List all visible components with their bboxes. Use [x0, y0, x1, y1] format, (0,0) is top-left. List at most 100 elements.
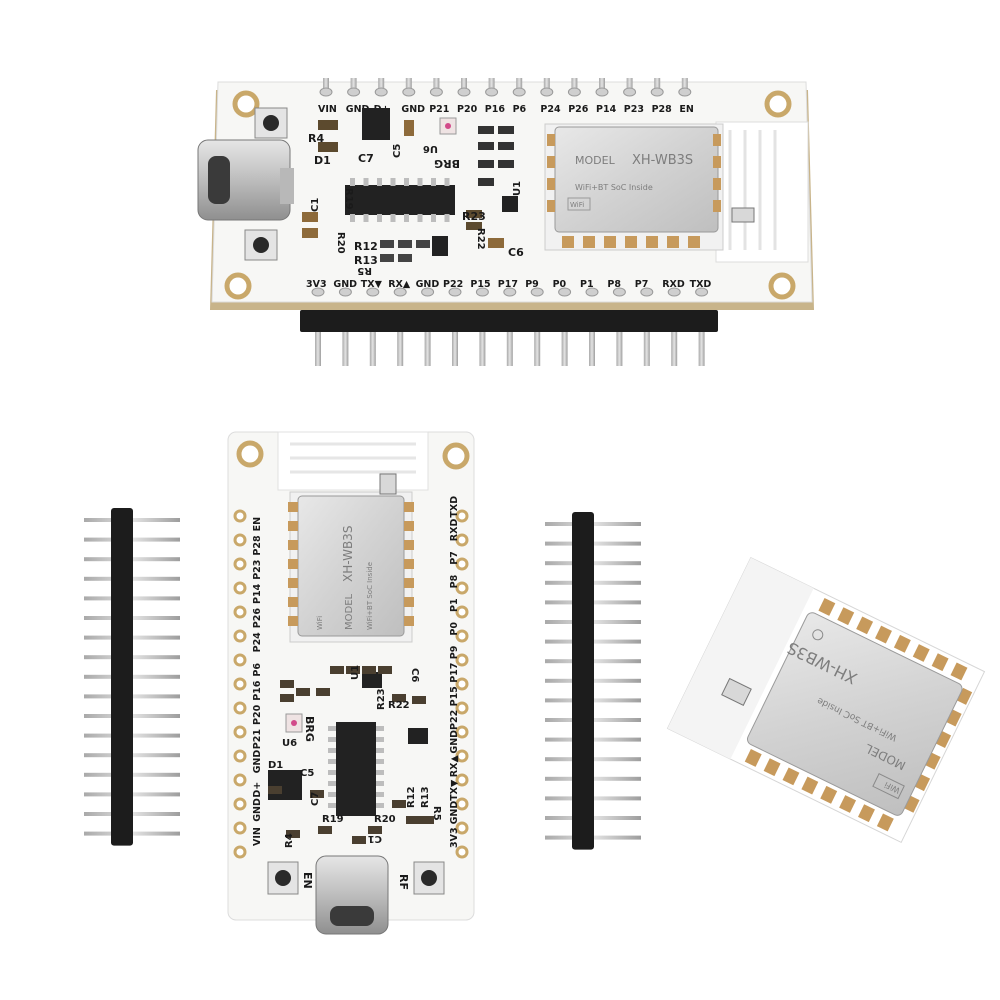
bottom-board-passives — [268, 666, 434, 844]
smd-part — [352, 836, 366, 844]
header-pin — [671, 330, 678, 366]
pin-solder — [640, 287, 654, 297]
gold-pad — [404, 540, 414, 550]
ic-leg — [376, 770, 384, 775]
ic-leg — [417, 214, 423, 222]
pin-label: P6 — [252, 663, 263, 677]
gold-pad — [404, 559, 414, 569]
smd-resistor — [398, 240, 412, 248]
pin-solder — [512, 87, 526, 97]
label-c7: C7 — [358, 152, 374, 165]
module-smd — [721, 677, 752, 706]
header-pin — [616, 330, 623, 366]
pin-hole — [233, 581, 247, 595]
ic-leg — [404, 214, 409, 222]
smd-part — [316, 688, 330, 696]
pin-solder — [421, 287, 435, 297]
gold-pad — [818, 598, 836, 616]
top-board-hole — [232, 90, 260, 118]
label-r23: R23 — [462, 210, 486, 223]
pin-label: P8 — [449, 574, 460, 588]
top-board-usb-c-opening — [208, 156, 230, 204]
transistor — [362, 672, 382, 688]
pin-label: 3V3 — [306, 279, 327, 290]
label-r13: R13 — [354, 254, 378, 267]
bottom-board-left-pin-holes — [233, 509, 247, 859]
top-board-ic-legs — [350, 178, 450, 222]
pin-hole — [233, 677, 247, 691]
pin-solder — [485, 87, 499, 97]
gold-pad — [856, 616, 874, 635]
pin-label: TX▼ — [361, 279, 383, 290]
top-board-hole — [224, 272, 252, 300]
gold-pad — [288, 521, 298, 531]
pin-hole — [455, 629, 469, 643]
pin-label: P6 — [513, 104, 527, 115]
smd-resistor — [416, 240, 430, 248]
pin-solder — [623, 87, 637, 97]
gold-pad — [404, 616, 414, 626]
smd-part — [420, 816, 434, 824]
gold-pad — [946, 709, 962, 727]
pin-label: P17 — [449, 663, 460, 683]
header-pin — [378, 78, 385, 92]
pin-label: VIN — [318, 104, 337, 115]
transistor — [502, 196, 518, 212]
gold-pad — [547, 156, 555, 168]
pin-label: P0 — [553, 279, 567, 290]
gold-pad — [858, 804, 875, 823]
pin-solder — [429, 87, 443, 97]
gold-pad — [547, 178, 555, 190]
module-model-name: XH-WB3S — [341, 526, 355, 582]
bottom-board-wifi-module: MODEL XH-WB3S WiFi+BT SoC Inside WiFi — [288, 491, 414, 643]
pin-hole — [233, 605, 247, 619]
loose-module-gold-pads — [744, 598, 973, 832]
pin-hole — [233, 821, 247, 835]
pin1-marker — [812, 629, 824, 641]
pin-label: RXD — [449, 519, 460, 542]
label-r4: R4 — [308, 132, 324, 145]
pin-solder — [595, 87, 609, 97]
ic-leg — [363, 178, 369, 186]
smd-cap — [302, 228, 318, 238]
module-model-name: XH-WB3S — [632, 153, 693, 168]
header-pin — [369, 330, 376, 366]
ic-leg — [444, 178, 450, 186]
smd-part — [318, 826, 332, 834]
gold-pad — [893, 634, 911, 653]
pin-hole — [455, 509, 469, 523]
loose-pin-header-right — [545, 512, 641, 850]
pin-label: D+ — [252, 782, 263, 798]
gold-pad — [904, 795, 920, 813]
smd-resistor — [478, 160, 494, 168]
smd-part — [362, 666, 376, 674]
gold-pad — [713, 134, 721, 146]
button-rf-label: RF — [397, 874, 410, 890]
ic-leg — [328, 770, 336, 775]
pin-hole — [455, 605, 469, 619]
top-board-header-pins — [315, 330, 705, 366]
label-r23: R23 — [376, 688, 387, 710]
button-cap — [275, 870, 291, 886]
bottom-module-gold-pads — [288, 502, 414, 626]
gold-pad — [713, 178, 721, 190]
pin-label: P1 — [449, 598, 460, 612]
gold-pad — [288, 540, 298, 550]
header-pin — [643, 330, 650, 366]
pin-label: P9 — [525, 279, 539, 290]
gold-pad — [583, 236, 595, 248]
pin-hole — [233, 533, 247, 547]
ic-leg — [417, 178, 423, 186]
top-board-header-strip — [300, 310, 718, 332]
smd-part — [392, 800, 406, 808]
pin-solder — [366, 287, 380, 297]
pin-label: P28 — [252, 535, 263, 556]
bottom-board-hole — [236, 440, 264, 468]
header-pin — [479, 330, 486, 366]
pin-solder — [612, 287, 626, 297]
pin-label: P22 — [449, 710, 460, 730]
pin-label: P8 — [607, 279, 621, 290]
pin-solder — [475, 287, 489, 297]
